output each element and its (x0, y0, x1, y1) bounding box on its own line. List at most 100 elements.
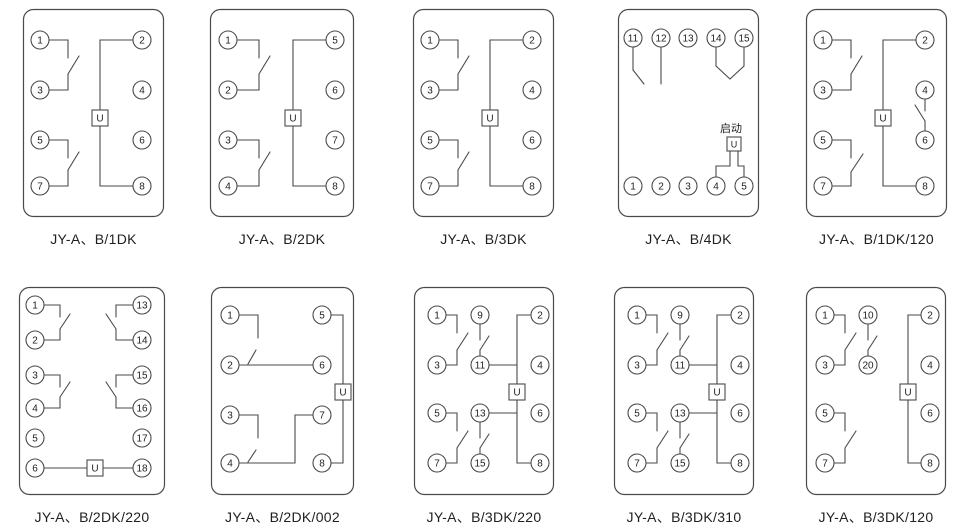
terminal-number: 17 (136, 434, 148, 445)
terminal-number: 4 (227, 459, 233, 470)
terminal-number: 18 (136, 464, 148, 475)
wire (831, 73, 852, 91)
terminal-number: 3 (685, 182, 691, 193)
terminal-circle (920, 305, 940, 325)
diagram-label: JY-A、B/3DK/310 (626, 509, 742, 524)
coil-box (708, 383, 726, 401)
terminal-number: 14 (710, 34, 722, 45)
terminal-circle (470, 453, 490, 473)
terminal-number: 11 (628, 34, 639, 45)
wire (882, 39, 917, 111)
diagram-border (617, 8, 760, 218)
terminal-circle (325, 176, 345, 196)
terminal-number: 10 (862, 311, 874, 322)
terminal-circle (915, 80, 935, 100)
terminal-circle (427, 305, 447, 325)
terminal-circle (815, 453, 835, 473)
wire (456, 430, 469, 449)
terminal-number: 1 (227, 311, 233, 322)
terminal-circle (30, 80, 50, 100)
wire (292, 39, 327, 111)
wire (729, 46, 745, 80)
terminal-number: 5 (822, 409, 828, 420)
wire (59, 381, 71, 398)
wire (833, 447, 846, 464)
wire (105, 313, 117, 330)
terminal-number: 7 (332, 136, 338, 147)
wire (43, 396, 61, 409)
wire (236, 73, 260, 91)
terminal-number: 5 (434, 409, 440, 420)
wire (907, 314, 922, 385)
wire (867, 335, 878, 351)
terminal-circle (651, 28, 671, 48)
terminal-circle (627, 453, 647, 473)
terminal-number: 6 (537, 409, 543, 420)
terminal-number: 9 (477, 311, 483, 322)
wire (645, 314, 658, 334)
terminal-circle (730, 403, 750, 423)
terminal-circle (132, 30, 152, 50)
terminal-circle (730, 355, 750, 375)
start-annotation: 启动 (720, 122, 742, 135)
terminal-number: 1 (225, 36, 231, 47)
terminal-circle (312, 305, 332, 325)
wire (247, 349, 257, 365)
terminal-circle (30, 176, 50, 196)
terminal-circle (132, 176, 152, 196)
terminal-number: 2 (529, 36, 535, 47)
terminal-circle (627, 305, 647, 325)
terminal-circle (530, 403, 550, 423)
terminal-circle (734, 28, 754, 48)
terminal-number: 7 (634, 459, 640, 470)
terminal-number: 8 (319, 459, 325, 470)
terminal-circle (915, 30, 935, 50)
terminal-number: 3 (822, 361, 828, 372)
terminal-circle (623, 176, 643, 196)
wire (833, 412, 846, 432)
terminal-number: 8 (529, 182, 535, 193)
terminal-circle (132, 365, 152, 385)
terminal-circle (670, 453, 690, 473)
terminal-number: 12 (655, 34, 667, 45)
terminal-number: 2 (658, 182, 664, 193)
terminal-number: 13 (474, 409, 486, 420)
terminal-circle (815, 403, 835, 423)
terminal-circle (132, 80, 152, 100)
terminal-circle (706, 28, 726, 48)
terminal-number: 20 (862, 361, 874, 372)
terminal-number: 13 (136, 301, 148, 312)
wire (645, 349, 658, 366)
terminal-number: 2 (537, 311, 543, 322)
diagram-label: JY-A、B/3DK (440, 231, 527, 247)
terminal-circle (530, 355, 550, 375)
terminal-number: 3 (227, 411, 233, 422)
diagram-border (18, 286, 166, 496)
terminal-number: 1 (822, 311, 828, 322)
terminal-number: 2 (139, 36, 145, 47)
terminal-number: 15 (738, 34, 750, 45)
wire (48, 139, 69, 159)
wire (833, 314, 846, 334)
terminal-circle (670, 305, 690, 325)
terminal-number: 8 (737, 459, 743, 470)
wire (656, 332, 669, 351)
terminal-circle (325, 130, 345, 150)
terminal-number: 9 (677, 311, 683, 322)
diagram-border (613, 286, 755, 496)
coil-box (284, 109, 302, 127)
terminal-circle (312, 453, 332, 473)
terminal-number: 4 (529, 86, 535, 97)
terminal-circle (132, 295, 152, 315)
terminal-circle (670, 355, 690, 375)
wire (831, 139, 852, 159)
